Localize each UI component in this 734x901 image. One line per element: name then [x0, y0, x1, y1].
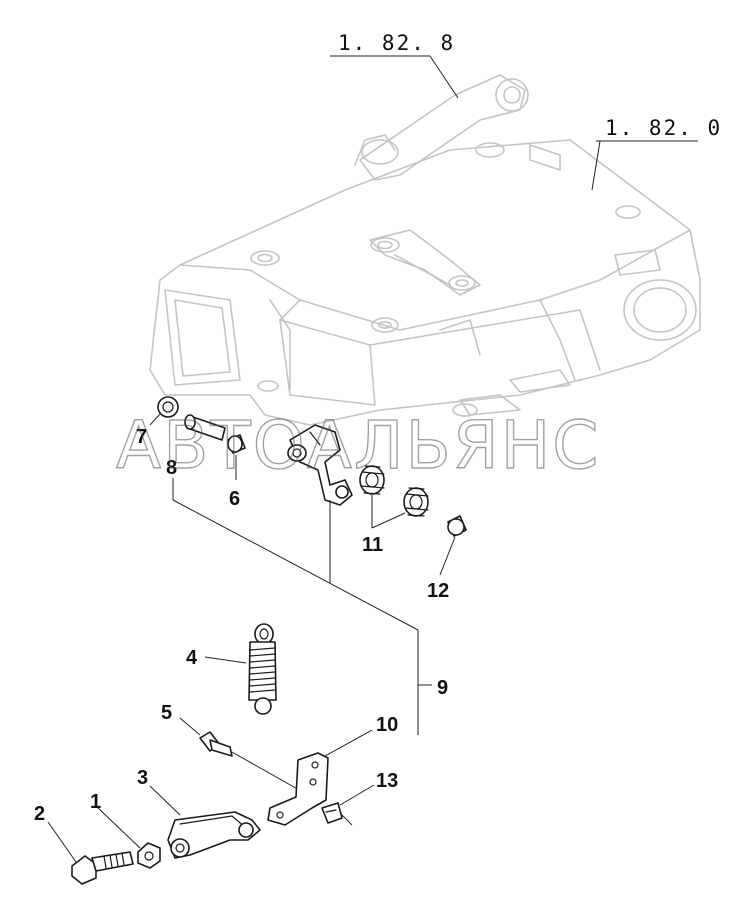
- callout-13: 13: [376, 770, 398, 792]
- part-10-bracket: [267, 729, 373, 826]
- callout-6: 6: [229, 488, 240, 510]
- part-6-bushing: [227, 434, 246, 480]
- callout-numbers: 1 2 3 4 5 6 7 8 9 10 11 12 13: [34, 426, 449, 825]
- callout-2: 2: [34, 803, 45, 825]
- ref-upper-link: 1. 82. 8: [330, 31, 459, 99]
- callout-1: 1: [90, 791, 101, 813]
- part-11-rollers: [359, 465, 429, 529]
- part-3-clevis: [149, 785, 261, 859]
- callout-8: 8: [166, 457, 177, 479]
- ref-label-upper-link: 1. 82. 8: [338, 31, 455, 55]
- part-8-pin: [184, 414, 226, 441]
- housing-outline: [149, 74, 701, 426]
- callout-3: 3: [137, 767, 148, 789]
- part-7-circlip: [149, 396, 179, 426]
- watermark-text: АВТОАЛЬЯНС: [116, 407, 600, 484]
- part-4-spring: [204, 623, 277, 715]
- part-2-bolt: [47, 821, 134, 885]
- part-12-cap: [439, 515, 467, 576]
- callout-4: 4: [186, 647, 198, 669]
- callout-10: 10: [376, 714, 398, 736]
- part-1-nut: [95, 805, 161, 869]
- part-lever-assembly: [287, 424, 353, 506]
- callout-12: 12: [427, 580, 449, 602]
- callout-11: 11: [362, 534, 383, 556]
- ref-housing: 1. 82. 0: [591, 116, 722, 191]
- ref-label-housing: 1. 82. 0: [605, 116, 722, 140]
- callout-5: 5: [161, 702, 172, 724]
- callout-7: 7: [136, 426, 147, 448]
- part-5-bolt: [179, 717, 309, 796]
- part-13-clip: [321, 784, 375, 826]
- group-bracket-9: [172, 478, 432, 735]
- callout-9: 9: [437, 677, 448, 699]
